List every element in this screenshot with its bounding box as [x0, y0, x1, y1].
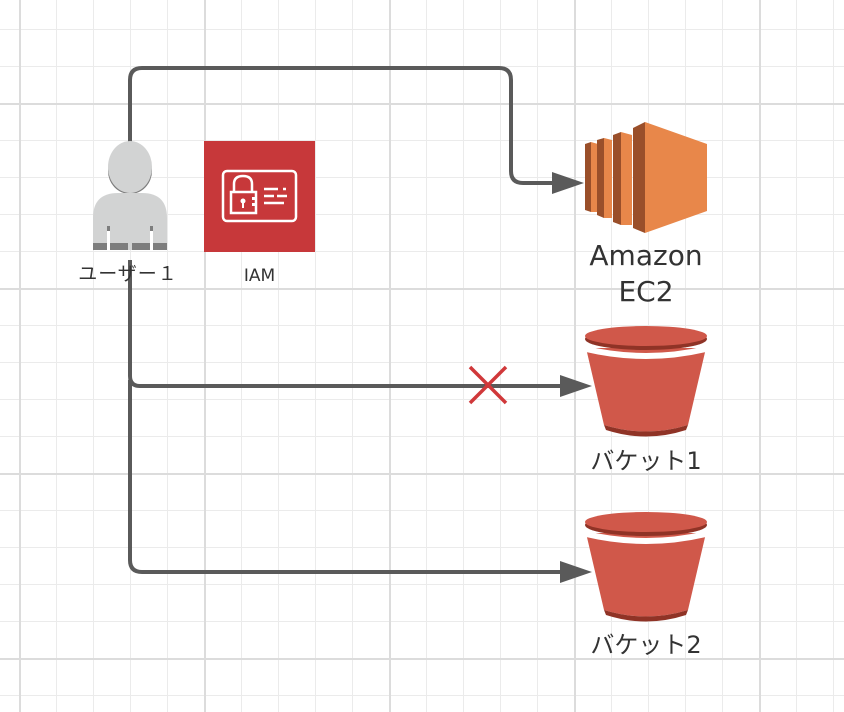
ec2-label: Amazon EC2 — [566, 238, 726, 310]
arrowhead — [560, 561, 592, 583]
iam-icon[interactable] — [204, 141, 315, 252]
user-icon[interactable] — [93, 141, 167, 250]
deny-x-icon — [468, 365, 508, 405]
s3-bucket-icon[interactable] — [585, 512, 707, 622]
ec2-label-line1: Amazon — [589, 239, 703, 272]
connector-user-to-bucket1[interactable] — [128, 260, 592, 397]
arrowhead — [560, 375, 592, 397]
s3-bucket-icon[interactable] — [585, 326, 707, 437]
connector-user-to-ec2[interactable] — [128, 66, 584, 194]
bucket1-label: バケット1 — [590, 447, 702, 475]
ec2-label-line2: EC2 — [618, 275, 674, 308]
ec2-icon[interactable] — [585, 122, 707, 233]
arrowhead — [552, 172, 584, 194]
connector-user-to-bucket2[interactable] — [128, 380, 592, 583]
user-label: ユーザー１ — [78, 263, 178, 285]
iam-label: IAM — [243, 266, 276, 286]
bucket2-label: バケット2 — [590, 631, 702, 659]
